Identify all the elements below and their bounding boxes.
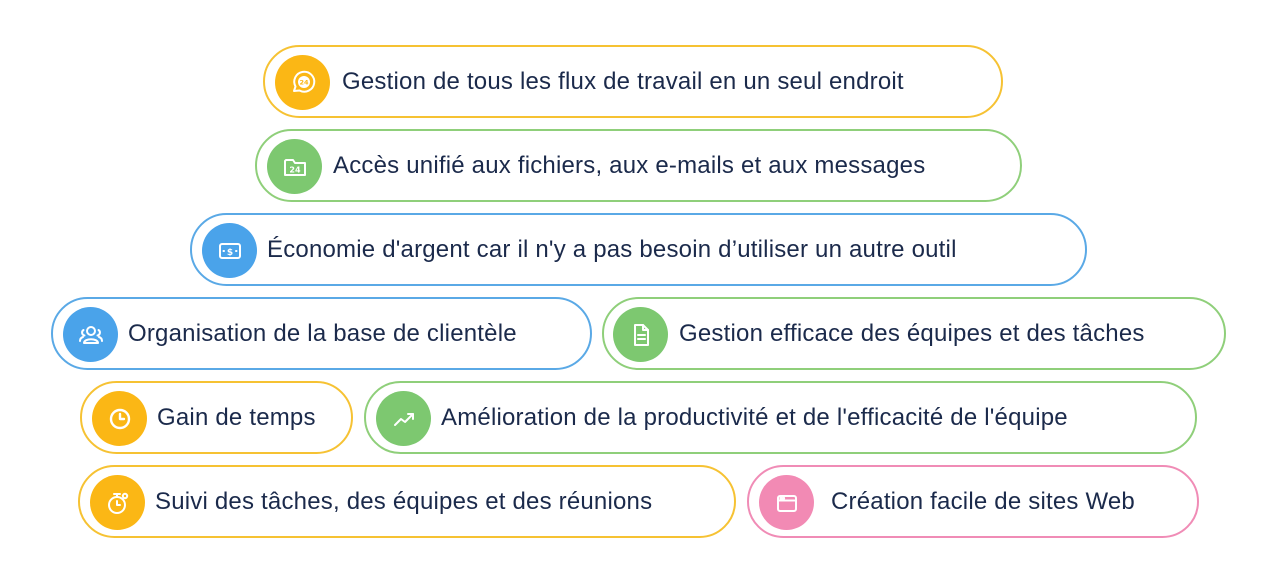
feature-pill-website-creation: Création facile de sites Web [747, 465, 1199, 538]
browser-window-icon [759, 475, 814, 530]
document-icon [613, 307, 668, 362]
folder-24-icon: 24 [267, 139, 322, 194]
feature-pill-productivity: Amélioration de la productivité et de l'… [364, 381, 1197, 454]
feature-label: Gestion de tous les flux de travail en u… [342, 68, 904, 95]
feature-pill-money-saving: $ Économie d'argent car il n'y a pas bes… [190, 213, 1087, 286]
svg-text:24: 24 [289, 165, 301, 174]
feature-pill-task-tracking: Suivi des tâches, des équipes et des réu… [78, 465, 736, 538]
chat-24-icon: 24 [275, 55, 330, 110]
feature-pill-workflows: 24 Gestion de tous les flux de travail e… [263, 45, 1003, 118]
svg-text:24: 24 [299, 78, 309, 86]
feature-pill-time-saving: Gain de temps [80, 381, 353, 454]
feature-label: Organisation de la base de clientèle [128, 320, 517, 347]
feature-label: Création facile de sites Web [831, 488, 1135, 515]
users-icon [63, 307, 118, 362]
feature-label: Économie d'argent car il n'y a pas besoi… [267, 236, 957, 263]
feature-label: Suivi des tâches, des équipes et des réu… [155, 488, 653, 515]
feature-label: Gestion efficace des équipes et des tâch… [679, 320, 1145, 347]
feature-label: Amélioration de la productivité et de l'… [441, 404, 1068, 431]
feature-pill-team-management: Gestion efficace des équipes et des tâch… [602, 297, 1226, 370]
feature-pill-unified-access: 24 Accès unifié aux fichiers, aux e-mail… [255, 129, 1022, 202]
money-icon: $ [202, 223, 257, 278]
trend-up-icon [376, 391, 431, 446]
feature-label: Gain de temps [157, 404, 316, 431]
clock-icon [92, 391, 147, 446]
feature-label: Accès unifié aux fichiers, aux e-mails e… [333, 152, 926, 179]
feature-pill-customer-base: Organisation de la base de clientèle [51, 297, 592, 370]
stopwatch-icon [90, 475, 145, 530]
svg-text:$: $ [226, 248, 232, 258]
